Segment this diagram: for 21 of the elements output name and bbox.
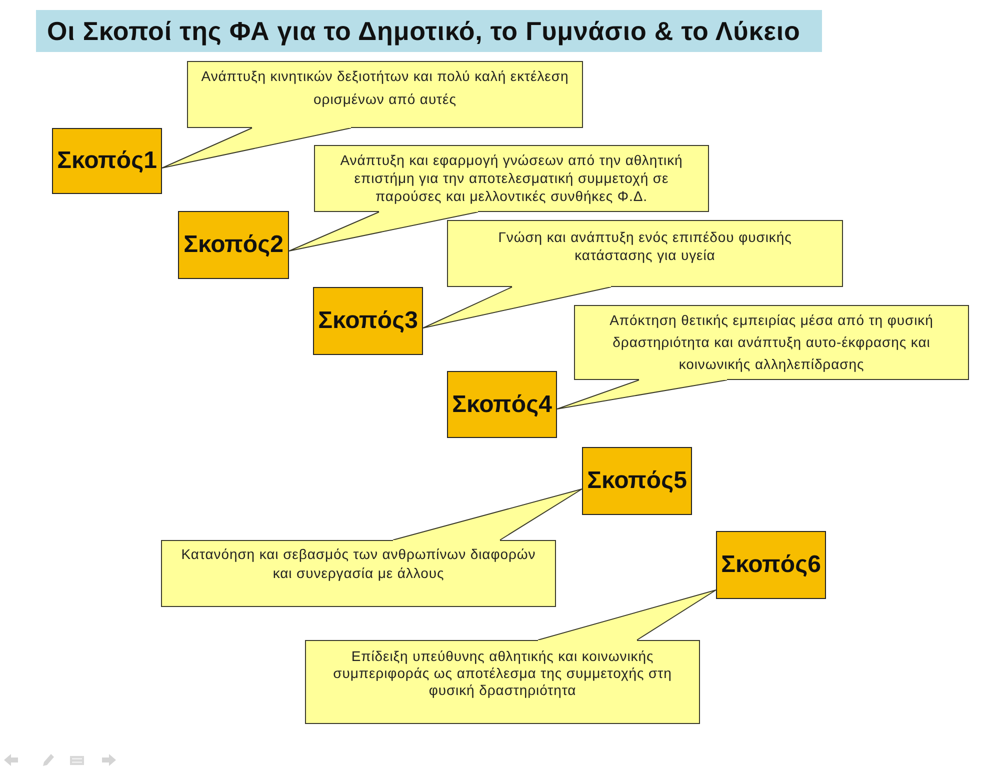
goal-label: Σκοπός5 (587, 467, 687, 495)
goal-label: Σκοπός1 (57, 147, 157, 175)
goal-box (716, 531, 826, 599)
goal-box (52, 128, 162, 194)
callout-text: Ανάπτυξη και εφαρμογή γνώσεων από την αθλητική επιστήμη για την αποτελεσματική συμμετοχή σε παρούσες και μελλοντικές συνθήκες Φ.Δ. (339, 151, 684, 205)
callout-text: Κατανόηση και σεβασμός των ανθρωπίνων διαφορών και συνεργασία με άλλους (180, 545, 537, 583)
title-text: Οι Σκοποί της ΦΑ για το Δημοτικό, το Γυμνάσιο & το Λύκειο (47, 16, 800, 46)
goal-box (178, 211, 289, 279)
goal-label: Σκοπός2 (184, 231, 284, 259)
callout-text: Γνώση και ανάπτυξη ενός επιπέδου φυσικής κατάστασης για υγεία (497, 228, 793, 264)
goal-label: Σκοπός6 (721, 551, 821, 579)
callout-tail (392, 488, 582, 540)
goal-box (313, 287, 423, 355)
goal-label: Σκοπός3 (318, 307, 418, 335)
goal-box (447, 371, 557, 438)
callout-tail (556, 380, 728, 410)
goal-box (582, 447, 692, 515)
callout-text: Ανάπτυξη κινητικών δεξιοτήτων και πολύ καλή εκτέλεση ορισμένων από αυτές (200, 67, 570, 109)
callout-text: Επίδειξη υπεύθυνης αθλητικής και κοινωνικής συμπεριφοράς ως αποτέλεσμα της συμμετοχής στη φυσική δραστηριότητα (332, 648, 673, 699)
goal-label: Σκοπός4 (452, 390, 552, 418)
callout-text: Απόκτηση θετικής εμπειρίας μέσα από τη φυσική δραστηριότητα και ανάπτυξη αυτο-έκφρασης και κοινωνικής αλληλεπίδρασης (608, 311, 934, 374)
